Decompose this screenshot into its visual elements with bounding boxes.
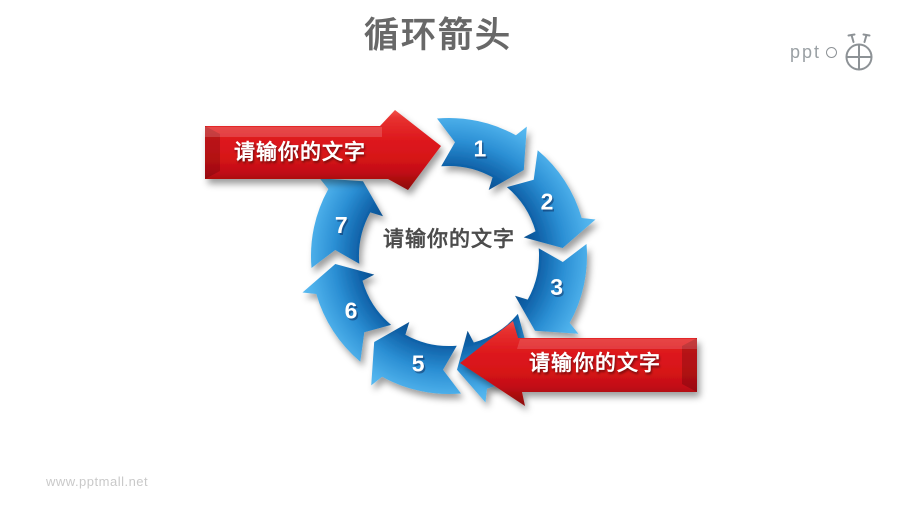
banner-arrow-top-left[interactable]	[205, 110, 441, 190]
watermark-text: www.pptmall.net	[46, 474, 149, 489]
cycle-number-shadow: 6	[346, 299, 359, 325]
brand-logo-text: ppt	[789, 42, 821, 62]
banner-label-bottom-right[interactable]: 请输你的文字	[529, 352, 661, 375]
brand-logo: ppt	[790, 30, 876, 74]
banner-right-fold	[682, 338, 697, 392]
banner-left-fold	[205, 126, 220, 179]
cycle-number: 2	[541, 189, 554, 215]
cycle-number: 5	[412, 351, 425, 377]
cycle-number: 3	[550, 274, 563, 300]
cycle-arrow-5[interactable]: 55	[371, 322, 461, 395]
cycle-arrow-7[interactable]: 77	[310, 178, 383, 268]
cycle-number-shadow: 1	[475, 137, 488, 163]
cycle-number: 7	[335, 212, 348, 238]
cycle-arrow-2[interactable]: 22	[506, 150, 596, 248]
cycle-arrow-6[interactable]: 66	[302, 264, 392, 362]
cycle-arrow-1[interactable]: 11	[437, 117, 527, 190]
cycle-number-shadow: 5	[413, 353, 426, 379]
cycle-number-shadow: 7	[336, 214, 349, 240]
slide-title: 循环箭头	[363, 16, 512, 55]
banner-label-top-left[interactable]: 请输你的文字	[234, 141, 366, 164]
compass-clock-icon	[845, 33, 873, 71]
cycle-number-shadow: 2	[542, 191, 555, 217]
cycle-center-label[interactable]: 请输你的文字	[383, 228, 515, 251]
cycle-number-shadow: 3	[552, 276, 565, 302]
banner-top-gloss-2	[517, 339, 697, 349]
cycle-arrow-3[interactable]: 33	[515, 244, 588, 334]
cycle-number: 1	[474, 135, 487, 161]
cycle-number: 6	[345, 297, 358, 323]
banner-arrow-bottom-right[interactable]	[460, 321, 697, 406]
small-circle-icon	[826, 46, 837, 58]
banner-top-gloss	[205, 127, 382, 137]
